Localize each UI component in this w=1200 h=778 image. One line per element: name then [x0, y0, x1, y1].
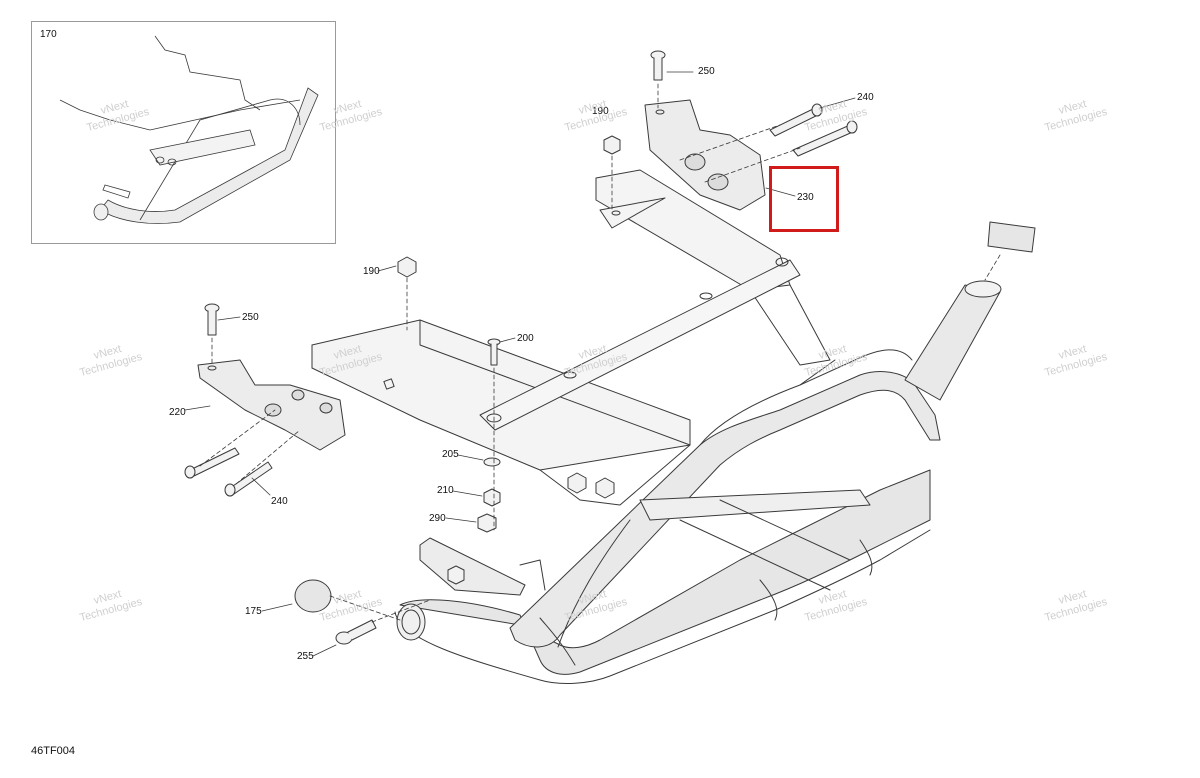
highlight-box	[769, 166, 839, 232]
bumper-tube	[394, 280, 1002, 684]
bracket-220	[197, 359, 346, 451]
callout-190-top[interactable]: 190	[592, 106, 609, 117]
fasteners	[184, 50, 1036, 645]
callout-250-left[interactable]: 250	[242, 312, 259, 323]
inset-label: 170	[40, 29, 57, 40]
leader-lines	[184, 71, 856, 657]
callout-210[interactable]: 210	[437, 485, 454, 496]
figure-code: 46TF004	[31, 745, 76, 757]
callout-290[interactable]: 290	[429, 513, 446, 524]
inset-frame	[31, 21, 336, 244]
assembly-dashes	[199, 83, 1001, 623]
lower-bracket	[419, 537, 546, 596]
callout-220[interactable]: 220	[169, 407, 186, 418]
callout-240-left[interactable]: 240	[271, 496, 288, 507]
bracket-230	[644, 99, 766, 211]
inset-drawing	[59, 35, 319, 224]
callout-240-top[interactable]: 240	[857, 92, 874, 103]
callout-255[interactable]: 255	[297, 651, 314, 662]
upper-rail	[479, 169, 831, 431]
callout-250-top[interactable]: 250	[698, 66, 715, 77]
callout-205[interactable]: 205	[442, 449, 459, 460]
callout-175[interactable]: 175	[245, 606, 262, 617]
left-rail	[311, 319, 691, 506]
callout-200[interactable]: 200	[517, 333, 534, 344]
callout-230[interactable]: 230	[797, 192, 814, 203]
callout-190-mid[interactable]: 190	[363, 266, 380, 277]
